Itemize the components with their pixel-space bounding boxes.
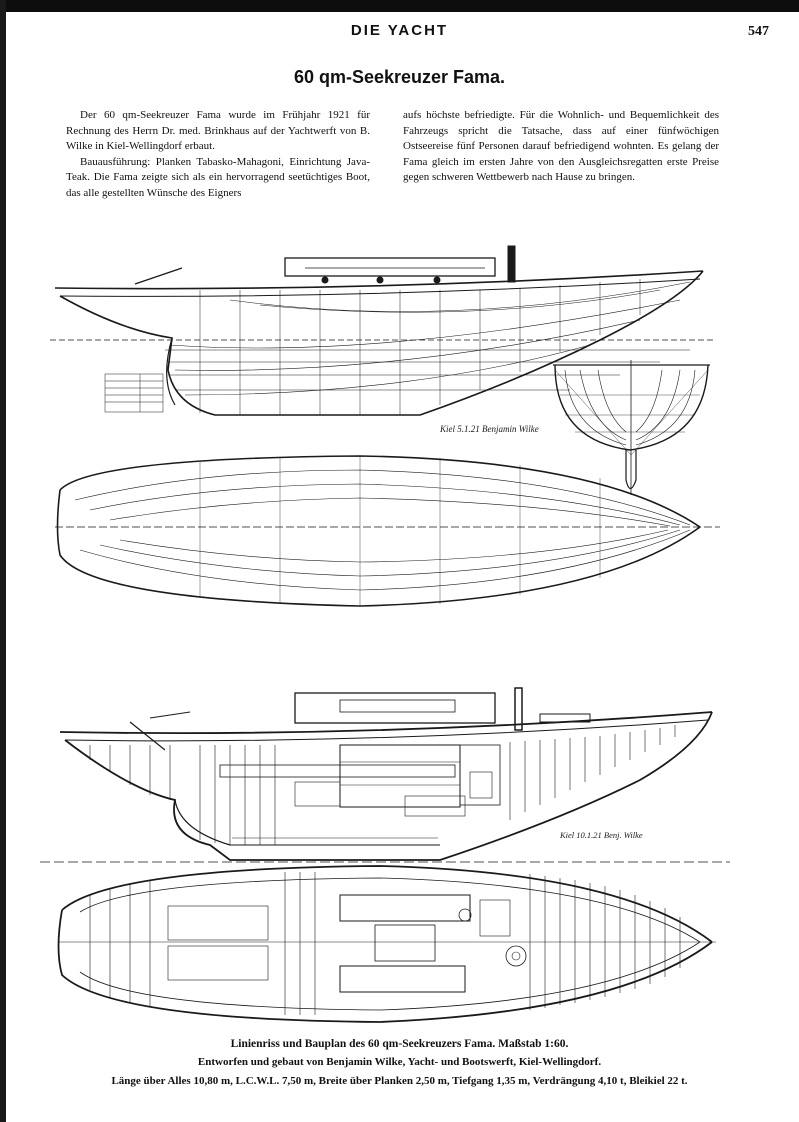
deck-plan-view [57,865,716,1023]
article-title: 60 qm-Seekreuzer Fama. [293,67,506,87]
page-left-edge [0,0,6,1122]
figure-caption-title: Linienriss und Bauplan des 60 qm-Seekreu… [0,1038,799,1050]
paragraph: Der 60 qm-Seekreuzer Fama wurde im Frühj… [66,109,370,152]
figure-caption-builder: Entworfen und gebaut von Benjamin Wilke,… [197,1056,602,1068]
signature-lower: Kiel 10.1.21 Benj. Wilke [559,830,643,840]
text-column-right: aufs höchste befriedigte. Für die Wohnli… [403,108,719,186]
construction-profile-view [59,687,713,861]
half-breadth-view [55,455,720,607]
body-plan-view [553,360,710,495]
paragraph: aufs höchste befriedigte. Für die Wohnli… [403,109,719,183]
yacht-plans-drawing: Kiel 5.1.21 Benjamin Wilke [40,245,730,1023]
page-number: 547 [748,24,769,39]
figure-caption-dimensions: Länge über Alles 10,80 m, L.C.W.L. 7,50 … [111,1075,688,1087]
displacement-table [104,373,164,413]
caption-scale: Maßstab 1:60. [498,1038,569,1050]
sheer-profile-view [50,245,715,416]
text-column-left: Der 60 qm-Seekreuzer Fama wurde im Frühj… [66,108,370,201]
running-title: DIE YACHT [350,22,449,39]
signature-upper: Kiel 5.1.21 Benjamin Wilke [439,424,539,434]
caption-title-text: Linienriss und Bauplan des 60 qm-Seekreu… [230,1038,496,1050]
page-top-edge [0,0,799,12]
paragraph: Bauausführung: Planken Tabasko-Mahagoni,… [66,155,370,199]
